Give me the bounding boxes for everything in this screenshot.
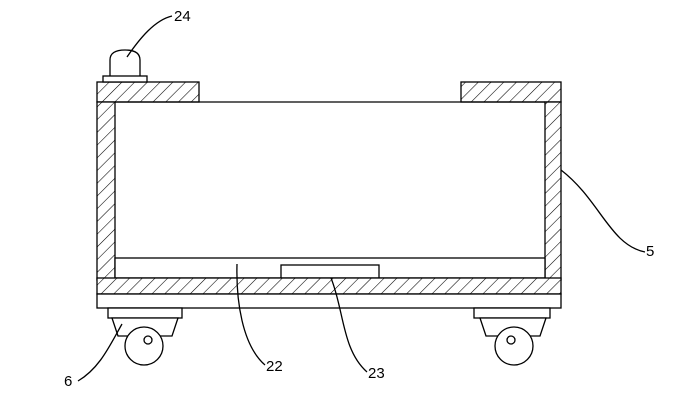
right-wall — [544, 101, 562, 281]
left-caster — [107, 307, 183, 366]
label-5: 5 — [646, 243, 654, 260]
leader-5 — [560, 169, 646, 253]
leader-24 — [126, 15, 173, 58]
top-right-block — [460, 81, 562, 103]
left-wall — [96, 101, 116, 281]
bottom-base — [96, 277, 562, 295]
leader-23 — [330, 277, 368, 373]
leader-22 — [236, 263, 266, 366]
top-left-block — [96, 81, 200, 103]
top-component — [102, 49, 148, 83]
lower-plate — [96, 293, 562, 309]
label-22: 22 — [266, 358, 283, 375]
leader-6 — [77, 323, 123, 382]
label-6: 6 — [64, 373, 72, 390]
center-block — [280, 264, 380, 279]
label-24: 24 — [174, 8, 191, 25]
label-23: 23 — [368, 365, 385, 382]
right-caster — [473, 307, 551, 366]
